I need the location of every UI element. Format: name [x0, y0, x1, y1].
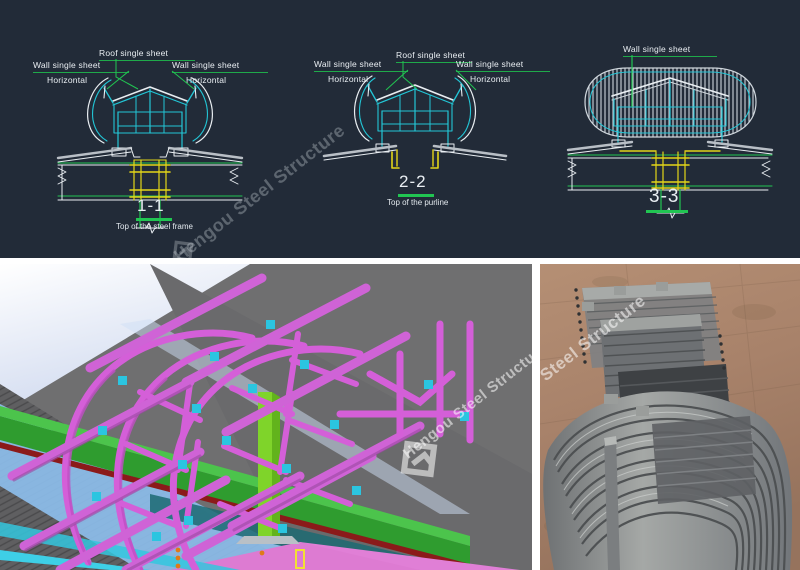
fig1-sublabel-left: Horizontal	[47, 75, 88, 85]
fig2-section-subtitle: Top of the purline	[387, 198, 449, 207]
fig2-leader-right	[456, 71, 550, 72]
fig2-label-roof: Roof single sheet	[396, 50, 466, 60]
fig3-leader-line-wall	[631, 55, 633, 107]
cad-figure-3: Wall single sheet 3-3	[560, 0, 800, 258]
fig2-leader-line-roof	[402, 61, 418, 90]
cad-figure-2: Wall single sheet Horizontal Roof single…	[300, 0, 560, 258]
fig3-leader-wall	[623, 56, 717, 57]
fig2-sublabel-left: Horizontal	[328, 74, 369, 84]
fig2-label-left: Wall single sheet	[314, 59, 382, 69]
fig3-geometry	[566, 67, 774, 219]
fig1-section-rule	[136, 218, 172, 221]
fig1-label-left: Wall single sheet	[33, 60, 101, 70]
fig1-leader-line-right	[171, 70, 195, 90]
3d-model-render-panel: Hengou Steel Structure	[0, 264, 532, 570]
fig2-geometry	[322, 75, 508, 169]
fig2-leader-line-left	[385, 69, 409, 91]
fig3-section-title: 3-3	[649, 186, 680, 207]
fig1-geometry	[56, 77, 244, 234]
fig3-label-wall: Wall single sheet	[623, 44, 691, 54]
fig2-section-rule	[398, 194, 434, 197]
fig2-leader-roof	[396, 62, 472, 63]
fig1-leader-roof	[99, 60, 195, 61]
fig2-sublabel-right: Horizontal	[470, 74, 511, 84]
fig1-leader-right	[172, 72, 268, 73]
fig2-leader-line-right	[455, 69, 477, 91]
fig1-section-title: 1-1	[137, 196, 165, 215]
fig1-leader-left	[33, 72, 129, 73]
fig1-section-subtitle: Top of the steel frame	[116, 222, 193, 231]
fig1-label-roof: Roof single sheet	[99, 48, 169, 58]
cad-figure-1: Wall single sheet Horizontal Roof single…	[0, 0, 300, 258]
cad-drawing-panel: Wall single sheet Horizontal Roof single…	[0, 0, 800, 258]
fig2-label-right: Wall single sheet	[456, 59, 524, 69]
fig1-leader-line-left	[106, 70, 130, 90]
fig2-section-title: 2-2	[399, 172, 427, 191]
photo-geometry	[540, 264, 800, 570]
fig2-leader-left	[314, 71, 408, 72]
fig1-label-right: Wall single sheet	[172, 60, 240, 70]
fig1-sublabel-right: Horizontal	[186, 75, 227, 85]
render-geometry	[0, 264, 532, 570]
site-photo-panel: Hengou Steel Structure	[540, 264, 800, 570]
fig3-section-rule	[646, 210, 688, 213]
fig1-leader-line-roof	[115, 59, 139, 90]
